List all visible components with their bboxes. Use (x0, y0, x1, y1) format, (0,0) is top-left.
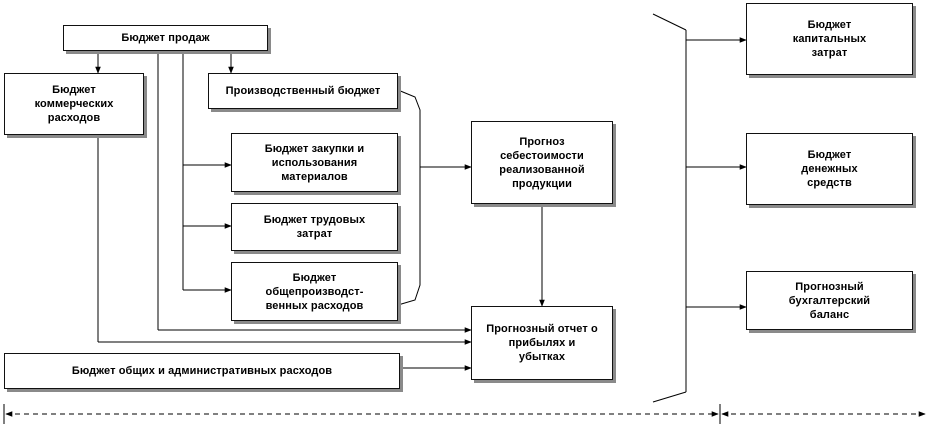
box-labor-budget: Бюджет трудовых затрат (231, 203, 398, 251)
bracket-top (652, 13, 687, 31)
box-materials-budget: Бюджет закупки и использования материало… (231, 133, 398, 192)
box-capex-budget: Бюджет капитальных затрат (746, 3, 913, 75)
box-cost-forecast-label: Прогноз себестоимости реализованной прод… (499, 135, 585, 190)
box-production-budget-label: Производственный бюджет (225, 85, 381, 97)
box-pl-forecast-label: Прогнозный отчет о прибылях и убытках (486, 323, 598, 363)
box-balance-forecast-label: Прогнозный бухгалтерский баланс (788, 280, 871, 321)
bracket-bottom (652, 391, 687, 403)
box-overhead-budget-label: Бюджет общепроизводст- венных расходов (265, 271, 364, 312)
box-cost-forecast: Прогноз себестоимости реализованной прод… (471, 121, 613, 204)
box-admin-budget: Бюджет общих и административных расходов (4, 353, 400, 389)
box-pl-forecast: Прогнозный отчет о прибылях и убытках (471, 306, 613, 380)
box-admin-budget-label: Бюджет общих и административных расходов (71, 365, 333, 377)
box-commercial-expenses-label: Бюджет коммерческих расходов (34, 84, 114, 124)
connector-bracket-to-cost (397, 89, 421, 306)
box-overhead-budget: Бюджет общепроизводст- венных расходов (231, 262, 398, 321)
box-capex-budget-label: Бюджет капитальных затрат (792, 19, 867, 59)
box-sales-budget: Бюджет продаж (63, 25, 268, 51)
box-sales-budget-label: Бюджет продаж (121, 32, 210, 44)
box-balance-forecast: Прогнозный бухгалтерский баланс (746, 271, 913, 330)
box-cash-budget: Бюджет денежных средств (746, 133, 913, 205)
box-materials-budget-label: Бюджет закупки и использования материало… (264, 142, 365, 183)
box-production-budget: Производственный бюджет (208, 73, 398, 109)
box-commercial-expenses: Бюджет коммерческих расходов (4, 73, 144, 135)
box-labor-budget-label: Бюджет трудовых затрат (263, 214, 366, 240)
box-cash-budget-label: Бюджет денежных средств (801, 149, 858, 189)
